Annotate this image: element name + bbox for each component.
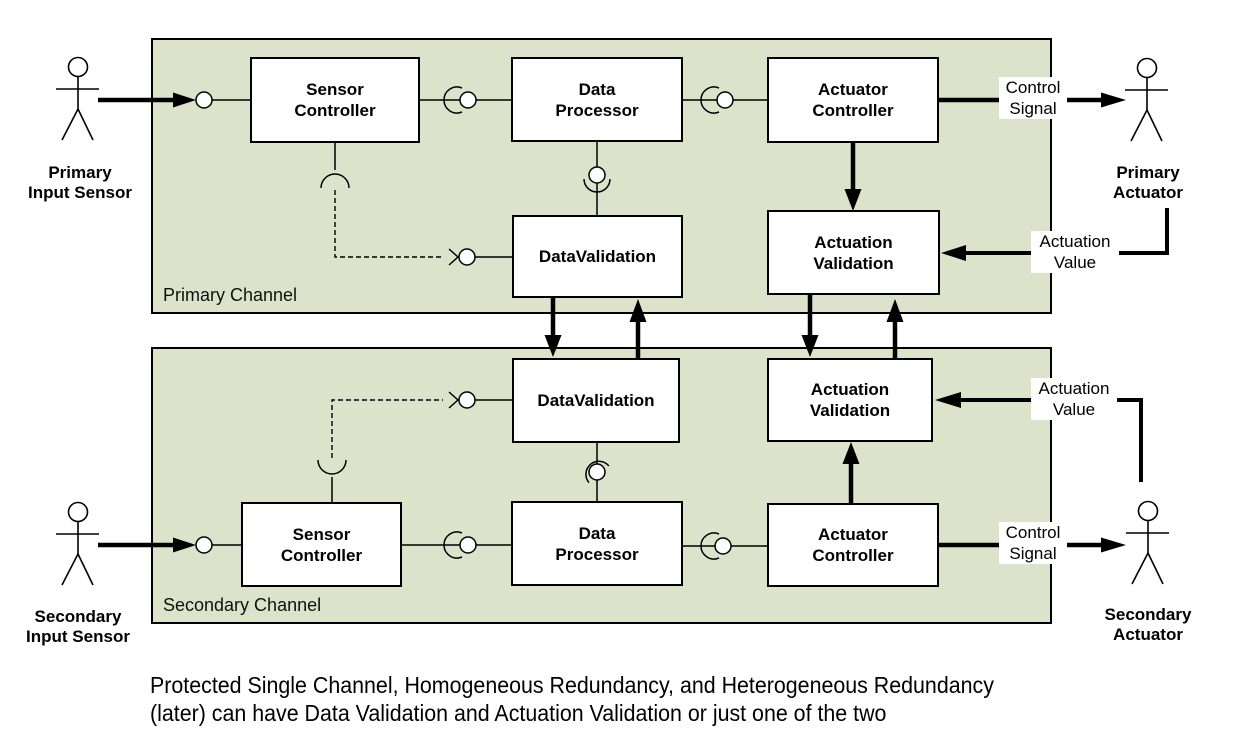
component-primary-data-validation: DataValidation <box>512 215 683 298</box>
component-label: Actuation Validation <box>809 380 891 420</box>
component-label: Sensor Controller <box>280 524 363 565</box>
component-label: DataValidation <box>538 247 657 266</box>
data-validation-cross-channel-arrows <box>544 298 647 358</box>
component-label: Data Processor <box>555 523 639 564</box>
secondary-channel-label: Secondary Channel <box>163 595 322 615</box>
primary-control-signal-label: Control Signal <box>999 77 1067 119</box>
component-secondary-sensor-controller: Sensor Controller <box>241 502 402 587</box>
primary-row-balls <box>195 91 734 184</box>
component-label: Actuation Validation <box>813 232 894 273</box>
primary-data-validation-dependency <box>320 143 512 266</box>
component-secondary-data-validation: DataValidation <box>512 358 680 443</box>
secondary-control-signal-label: Control Signal <box>999 522 1067 564</box>
primary-actuator-actor-icon <box>1124 57 1169 142</box>
secondary-actuator-to-validation-arrow <box>842 442 860 503</box>
secondary-row-connectors <box>212 443 767 560</box>
secondary-data-validation-dependency <box>317 391 512 502</box>
actuation-validation-cross-channel-arrows <box>801 295 904 358</box>
secondary-input-sensor-actor-icon <box>55 501 100 586</box>
secondary-input-arrow <box>98 537 196 553</box>
component-secondary-data-processor: Data Processor <box>511 501 683 586</box>
component-label: DataValidation <box>537 391 655 410</box>
secondary-actuation-value-label: Actuation Value <box>1031 378 1117 420</box>
component-label: Data Processor <box>555 79 639 120</box>
component-primary-sensor-controller: Sensor Controller <box>250 57 420 143</box>
component-primary-actuator-controller: Actuator Controller <box>767 57 939 143</box>
secondary-actuator-actor-icon <box>1125 500 1170 585</box>
component-secondary-actuator-controller: Actuator Controller <box>767 503 939 587</box>
primary-actuation-value-label: Actuation Value <box>1031 231 1119 273</box>
component-primary-actuation-validation: Actuation Validation <box>767 210 940 295</box>
component-label: Actuator Controller <box>812 80 894 120</box>
secondary-actuation-value-arrow <box>935 392 1143 482</box>
component-secondary-actuation-validation: Actuation Validation <box>767 358 933 442</box>
component-primary-data-processor: Data Processor <box>511 57 683 142</box>
primary-input-sensor-actor-icon <box>55 56 100 141</box>
secondary-actuator-label: Secondary Actuator <box>1104 605 1192 644</box>
diagram-caption: Protected Single Channel, Homogeneous Re… <box>150 672 994 726</box>
primary-actuator-label: Primary Actuator <box>1113 163 1183 202</box>
primary-input-arrow <box>98 92 196 108</box>
component-label: Sensor Controller <box>294 80 376 120</box>
primary-channel-label: Primary Channel <box>163 285 298 305</box>
component-label: Actuator Controller <box>812 525 894 565</box>
primary-actuator-to-validation-arrow <box>844 143 862 211</box>
primary-input-sensor-label: Primary Input Sensor <box>28 163 132 202</box>
secondary-row-balls <box>195 463 732 555</box>
secondary-input-sensor-label: Secondary Input Sensor <box>26 607 130 646</box>
